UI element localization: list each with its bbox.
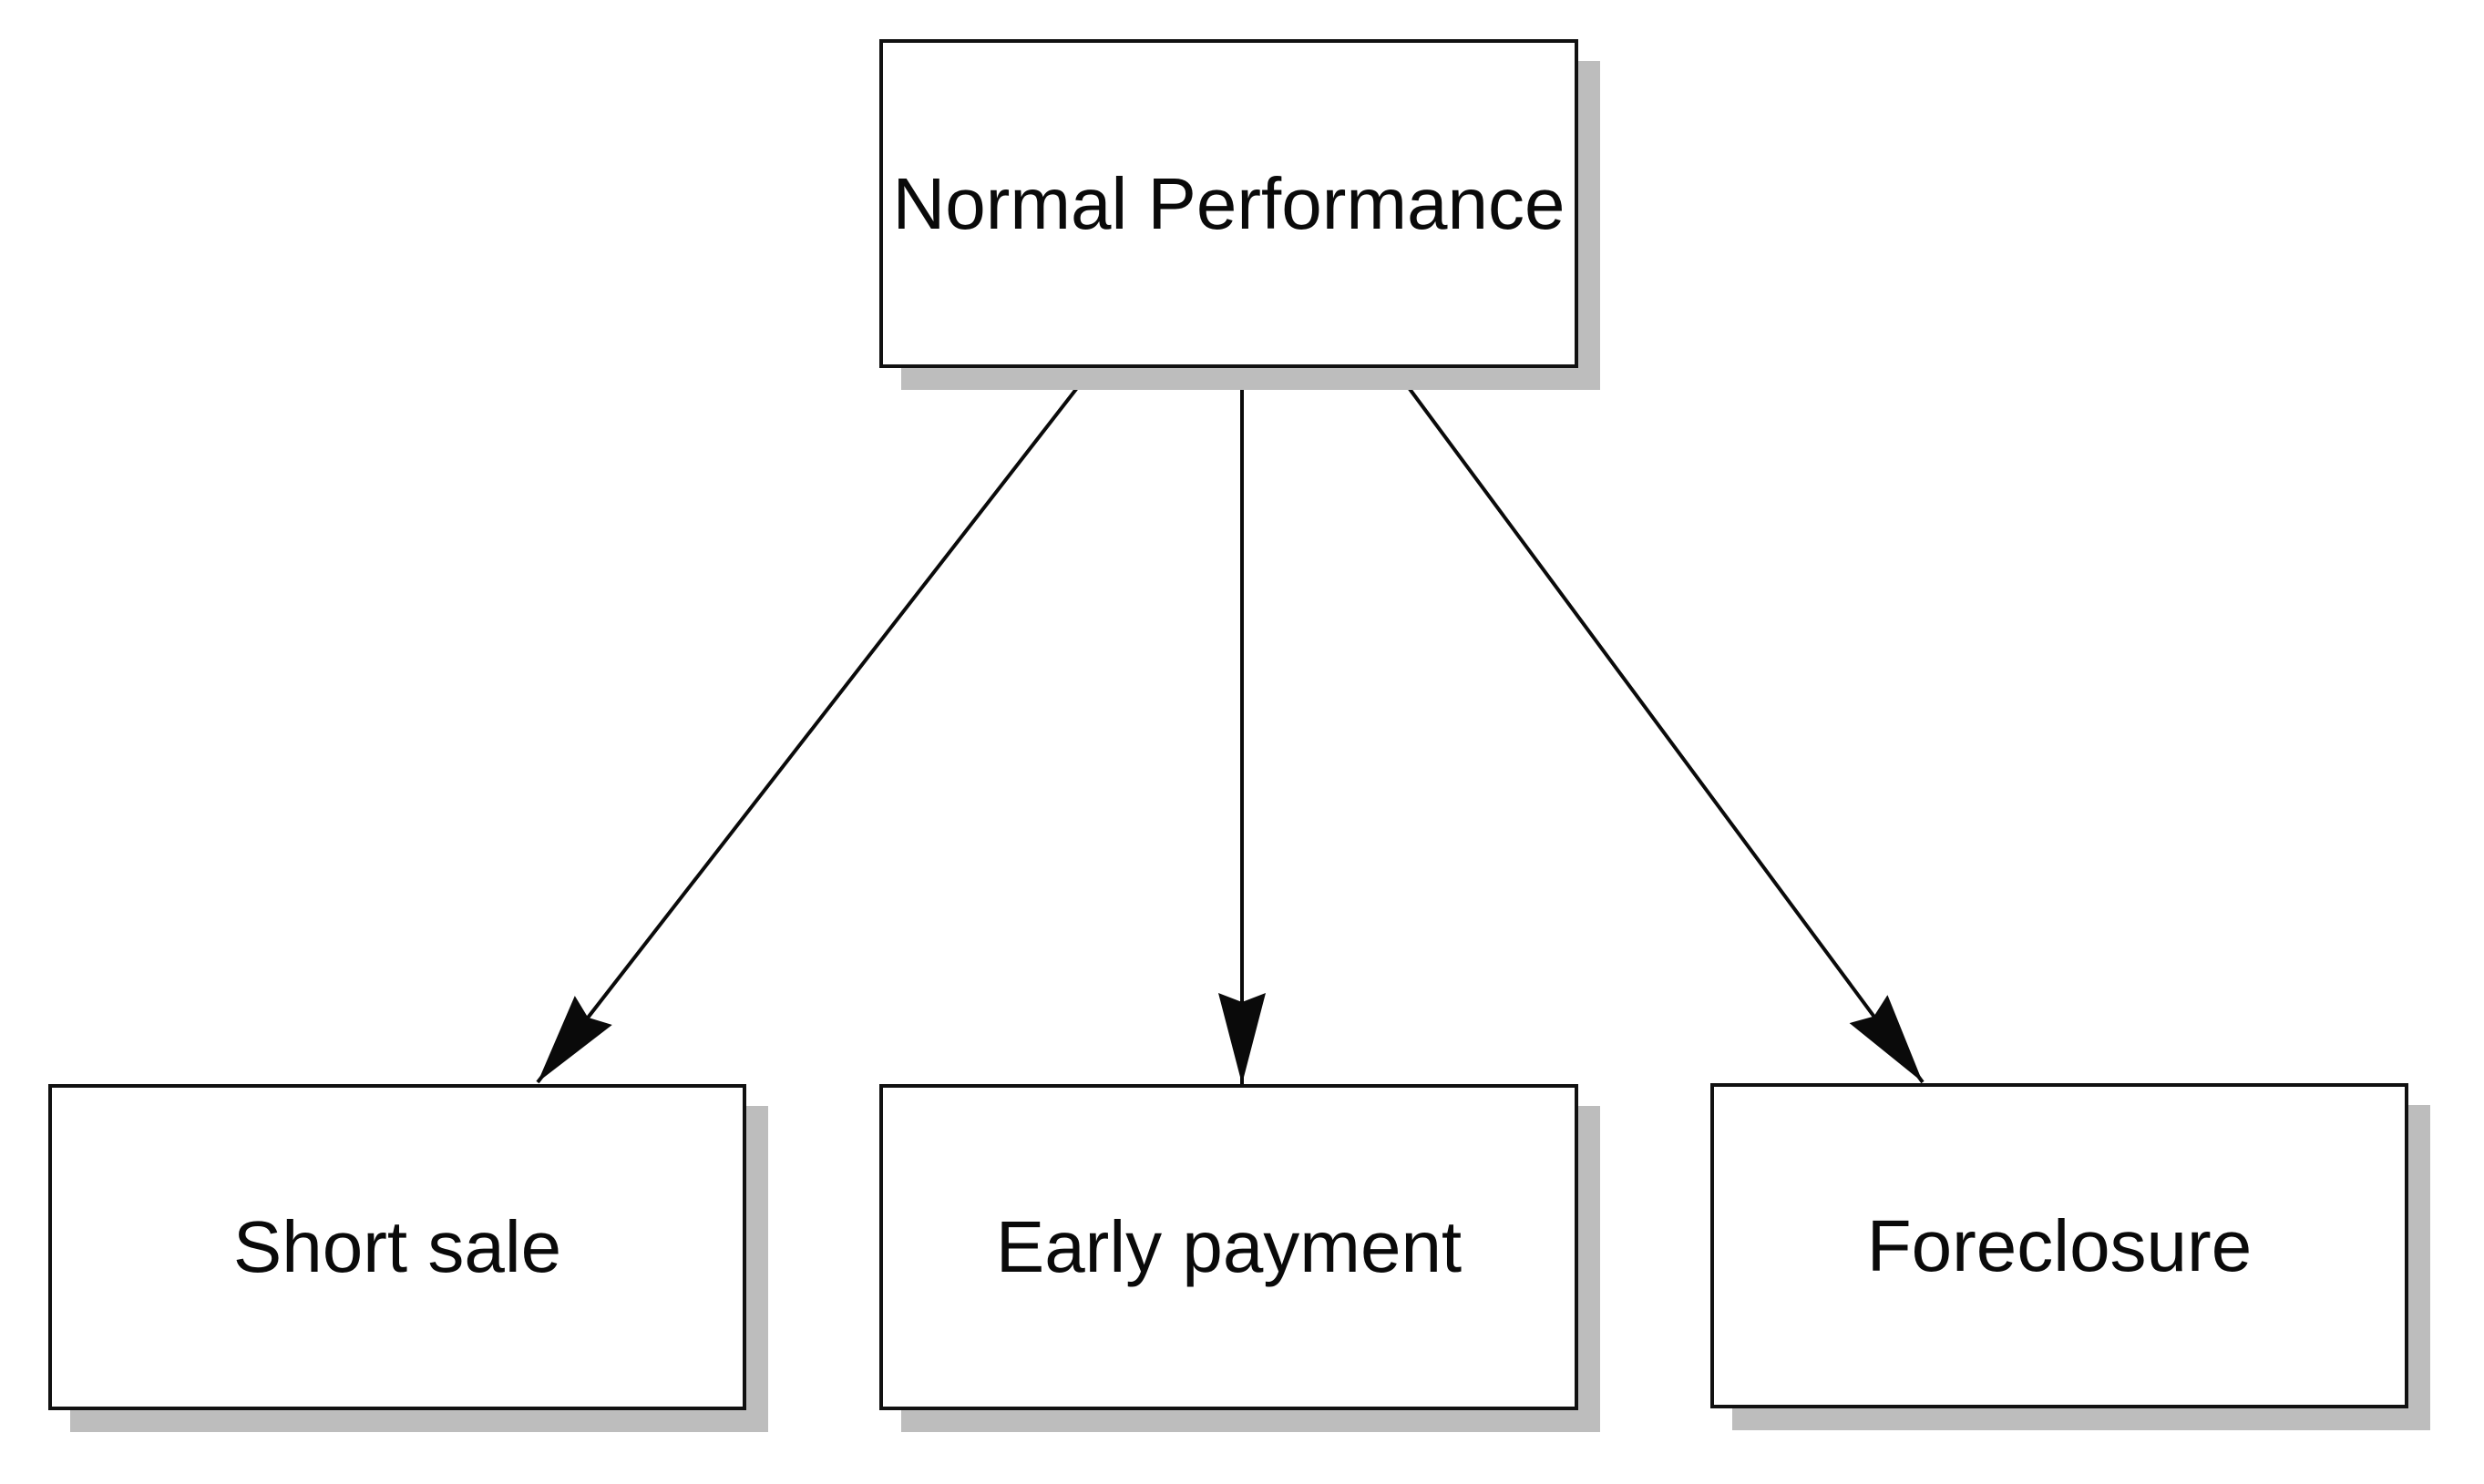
node-foreclosure-label: Foreclosure — [1866, 1204, 2253, 1286]
node-foreclosure: Foreclosure — [1710, 1083, 2408, 1408]
arrow-normal-to-foreclosure — [1392, 366, 1925, 1084]
node-early-payment: Early payment — [879, 1084, 1578, 1410]
node-early-payment-label: Early payment — [995, 1206, 1463, 1287]
node-short-sale-label: Short sale — [232, 1206, 562, 1287]
node-normal-performance-label: Normal Performance — [892, 162, 1565, 244]
node-normal-performance: Normal Performance — [879, 39, 1578, 368]
node-short-sale: Short sale — [48, 1084, 746, 1410]
arrow-normal-to-short-sale — [536, 366, 1094, 1084]
